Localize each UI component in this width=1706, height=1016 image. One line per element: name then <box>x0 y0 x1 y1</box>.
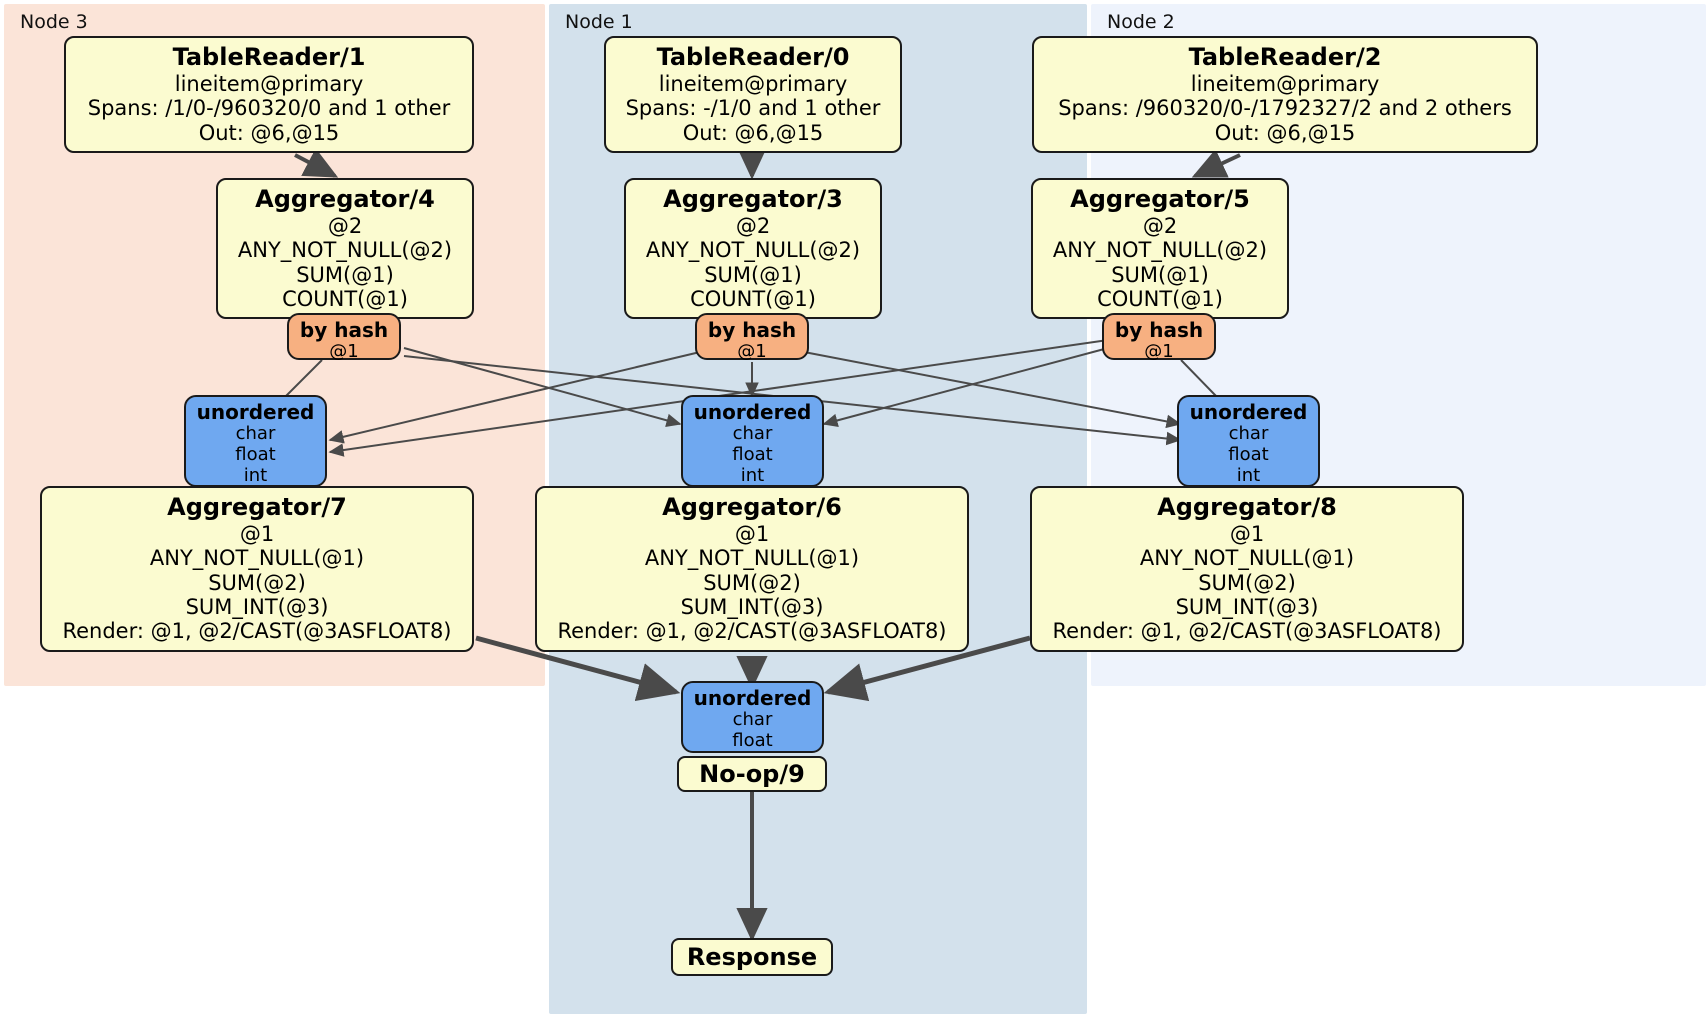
processor-line: @2 <box>735 213 771 238</box>
processor-line: Spans: /960320/0-/1792327/2 and 2 others <box>1058 96 1512 121</box>
processor-line: Out: @6,@15 <box>682 120 824 145</box>
router-line: @1 <box>1144 341 1174 363</box>
processor-line: SUM(@1) <box>704 262 802 287</box>
router-unordered-left[interactable]: unordered char float int <box>184 395 327 487</box>
router-by-hash-right[interactable]: by hash @1 <box>1102 313 1216 363</box>
processor-line: Render: @1, @2/CAST(@3ASFLOAT8) <box>62 619 452 644</box>
processor-line: SUM_INT(@3) <box>1175 594 1319 619</box>
processor-line: ANY_NOT_NULL(@2) <box>1052 238 1268 263</box>
processor-tablereader-1[interactable]: TableReader/1 lineitem@primary Spans: /1… <box>64 36 474 153</box>
processor-tablereader-0[interactable]: TableReader/0 lineitem@primary Spans: -/… <box>604 36 902 153</box>
processor-line: SUM(@1) <box>1111 262 1209 287</box>
processor-aggregator-8[interactable]: Aggregator/8 @1 ANY_NOT_NULL(@1) SUM(@2)… <box>1030 486 1464 652</box>
router-by-hash-left[interactable]: by hash @1 <box>287 313 401 363</box>
router-title: by hash <box>1114 318 1204 342</box>
router-title: unordered <box>693 686 812 710</box>
processor-line: @2 <box>1142 213 1178 238</box>
processor-line: COUNT(@1) <box>690 286 816 311</box>
processor-line: ANY_NOT_NULL(@2) <box>645 238 861 263</box>
processor-line: lineitem@primary <box>1190 71 1380 96</box>
router-line: char <box>1228 423 1269 445</box>
processor-noop-9[interactable]: No-op/9 <box>677 756 827 792</box>
processor-title: Aggregator/6 <box>662 493 842 521</box>
router-line: float <box>732 444 773 466</box>
processor-aggregator-5[interactable]: Aggregator/5 @2 ANY_NOT_NULL(@2) SUM(@1)… <box>1031 178 1289 320</box>
processor-title: Aggregator/8 <box>1157 493 1337 521</box>
processor-line: Spans: -/1/0 and 1 other <box>625 96 881 121</box>
processor-line: SUM_INT(@3) <box>680 594 824 619</box>
processor-aggregator-3[interactable]: Aggregator/3 @2 ANY_NOT_NULL(@2) SUM(@1)… <box>624 178 882 320</box>
processor-line: Render: @1, @2/CAST(@3ASFLOAT8) <box>1052 619 1442 644</box>
router-line: char <box>235 423 276 445</box>
processor-title: TableReader/0 <box>656 43 850 71</box>
router-line: int <box>243 464 268 486</box>
processor-tablereader-2[interactable]: TableReader/2 lineitem@primary Spans: /9… <box>1032 36 1538 153</box>
router-line: float <box>1228 444 1269 466</box>
router-line: @1 <box>329 341 359 363</box>
processor-line: SUM(@2) <box>1198 570 1296 595</box>
processor-line: @1 <box>1229 521 1265 546</box>
router-line: @1 <box>737 341 767 363</box>
processor-line: SUM_INT(@3) <box>185 594 329 619</box>
processor-title: Response <box>686 943 818 971</box>
processor-title: Aggregator/5 <box>1070 185 1250 213</box>
processor-line: lineitem@primary <box>174 71 364 96</box>
router-title: by hash <box>707 318 797 342</box>
router-line: char <box>732 423 773 445</box>
router-title: unordered <box>1189 400 1308 424</box>
processor-line: ANY_NOT_NULL(@1) <box>1139 546 1355 571</box>
processor-line: @1 <box>239 521 275 546</box>
processor-line: SUM(@2) <box>208 570 306 595</box>
processor-line: SUM(@2) <box>703 570 801 595</box>
processor-line: Spans: /1/0-/960320/0 and 1 other <box>87 96 451 121</box>
processor-title: Aggregator/3 <box>663 185 843 213</box>
processor-aggregator-4[interactable]: Aggregator/4 @2 ANY_NOT_NULL(@2) SUM(@1)… <box>216 178 474 320</box>
processor-line: lineitem@primary <box>658 71 848 96</box>
processor-line: COUNT(@1) <box>1097 286 1223 311</box>
processor-line: SUM(@1) <box>296 262 394 287</box>
router-line: int <box>740 464 765 486</box>
node-panel-label-node3: Node 3 <box>20 11 88 33</box>
processor-line: COUNT(@1) <box>282 286 408 311</box>
processor-line: Out: @6,@15 <box>198 120 340 145</box>
router-unordered-center[interactable]: unordered char float int <box>681 395 824 487</box>
processor-aggregator-6[interactable]: Aggregator/6 @1 ANY_NOT_NULL(@1) SUM(@2)… <box>535 486 969 652</box>
node-panel-label-node1: Node 1 <box>565 11 633 33</box>
router-title: by hash <box>299 318 389 342</box>
processor-aggregator-7[interactable]: Aggregator/7 @1 ANY_NOT_NULL(@1) SUM(@2)… <box>40 486 474 652</box>
processor-title: No-op/9 <box>699 760 805 788</box>
processor-line: Out: @6,@15 <box>1214 120 1356 145</box>
processor-line: ANY_NOT_NULL(@1) <box>149 546 365 571</box>
processor-line: ANY_NOT_NULL(@1) <box>644 546 860 571</box>
node-panel-label-node2: Node 2 <box>1107 11 1175 33</box>
processor-title: Aggregator/4 <box>255 185 435 213</box>
processor-title: Aggregator/7 <box>167 493 347 521</box>
router-by-hash-center[interactable]: by hash @1 <box>695 313 809 363</box>
processor-line: Render: @1, @2/CAST(@3ASFLOAT8) <box>557 619 947 644</box>
router-unordered-final[interactable]: unordered char float <box>681 681 824 753</box>
router-title: unordered <box>693 400 812 424</box>
router-unordered-right[interactable]: unordered char float int <box>1177 395 1320 487</box>
processor-line: @2 <box>327 213 363 238</box>
processor-line: ANY_NOT_NULL(@2) <box>237 238 453 263</box>
router-line: float <box>235 444 276 466</box>
processor-response[interactable]: Response <box>671 938 833 976</box>
router-line: float <box>732 730 773 752</box>
router-title: unordered <box>196 400 315 424</box>
processor-title: TableReader/2 <box>1188 43 1382 71</box>
router-line: char <box>732 709 773 731</box>
processor-line: @1 <box>734 521 770 546</box>
router-line: int <box>1236 464 1261 486</box>
processor-title: TableReader/1 <box>172 43 366 71</box>
